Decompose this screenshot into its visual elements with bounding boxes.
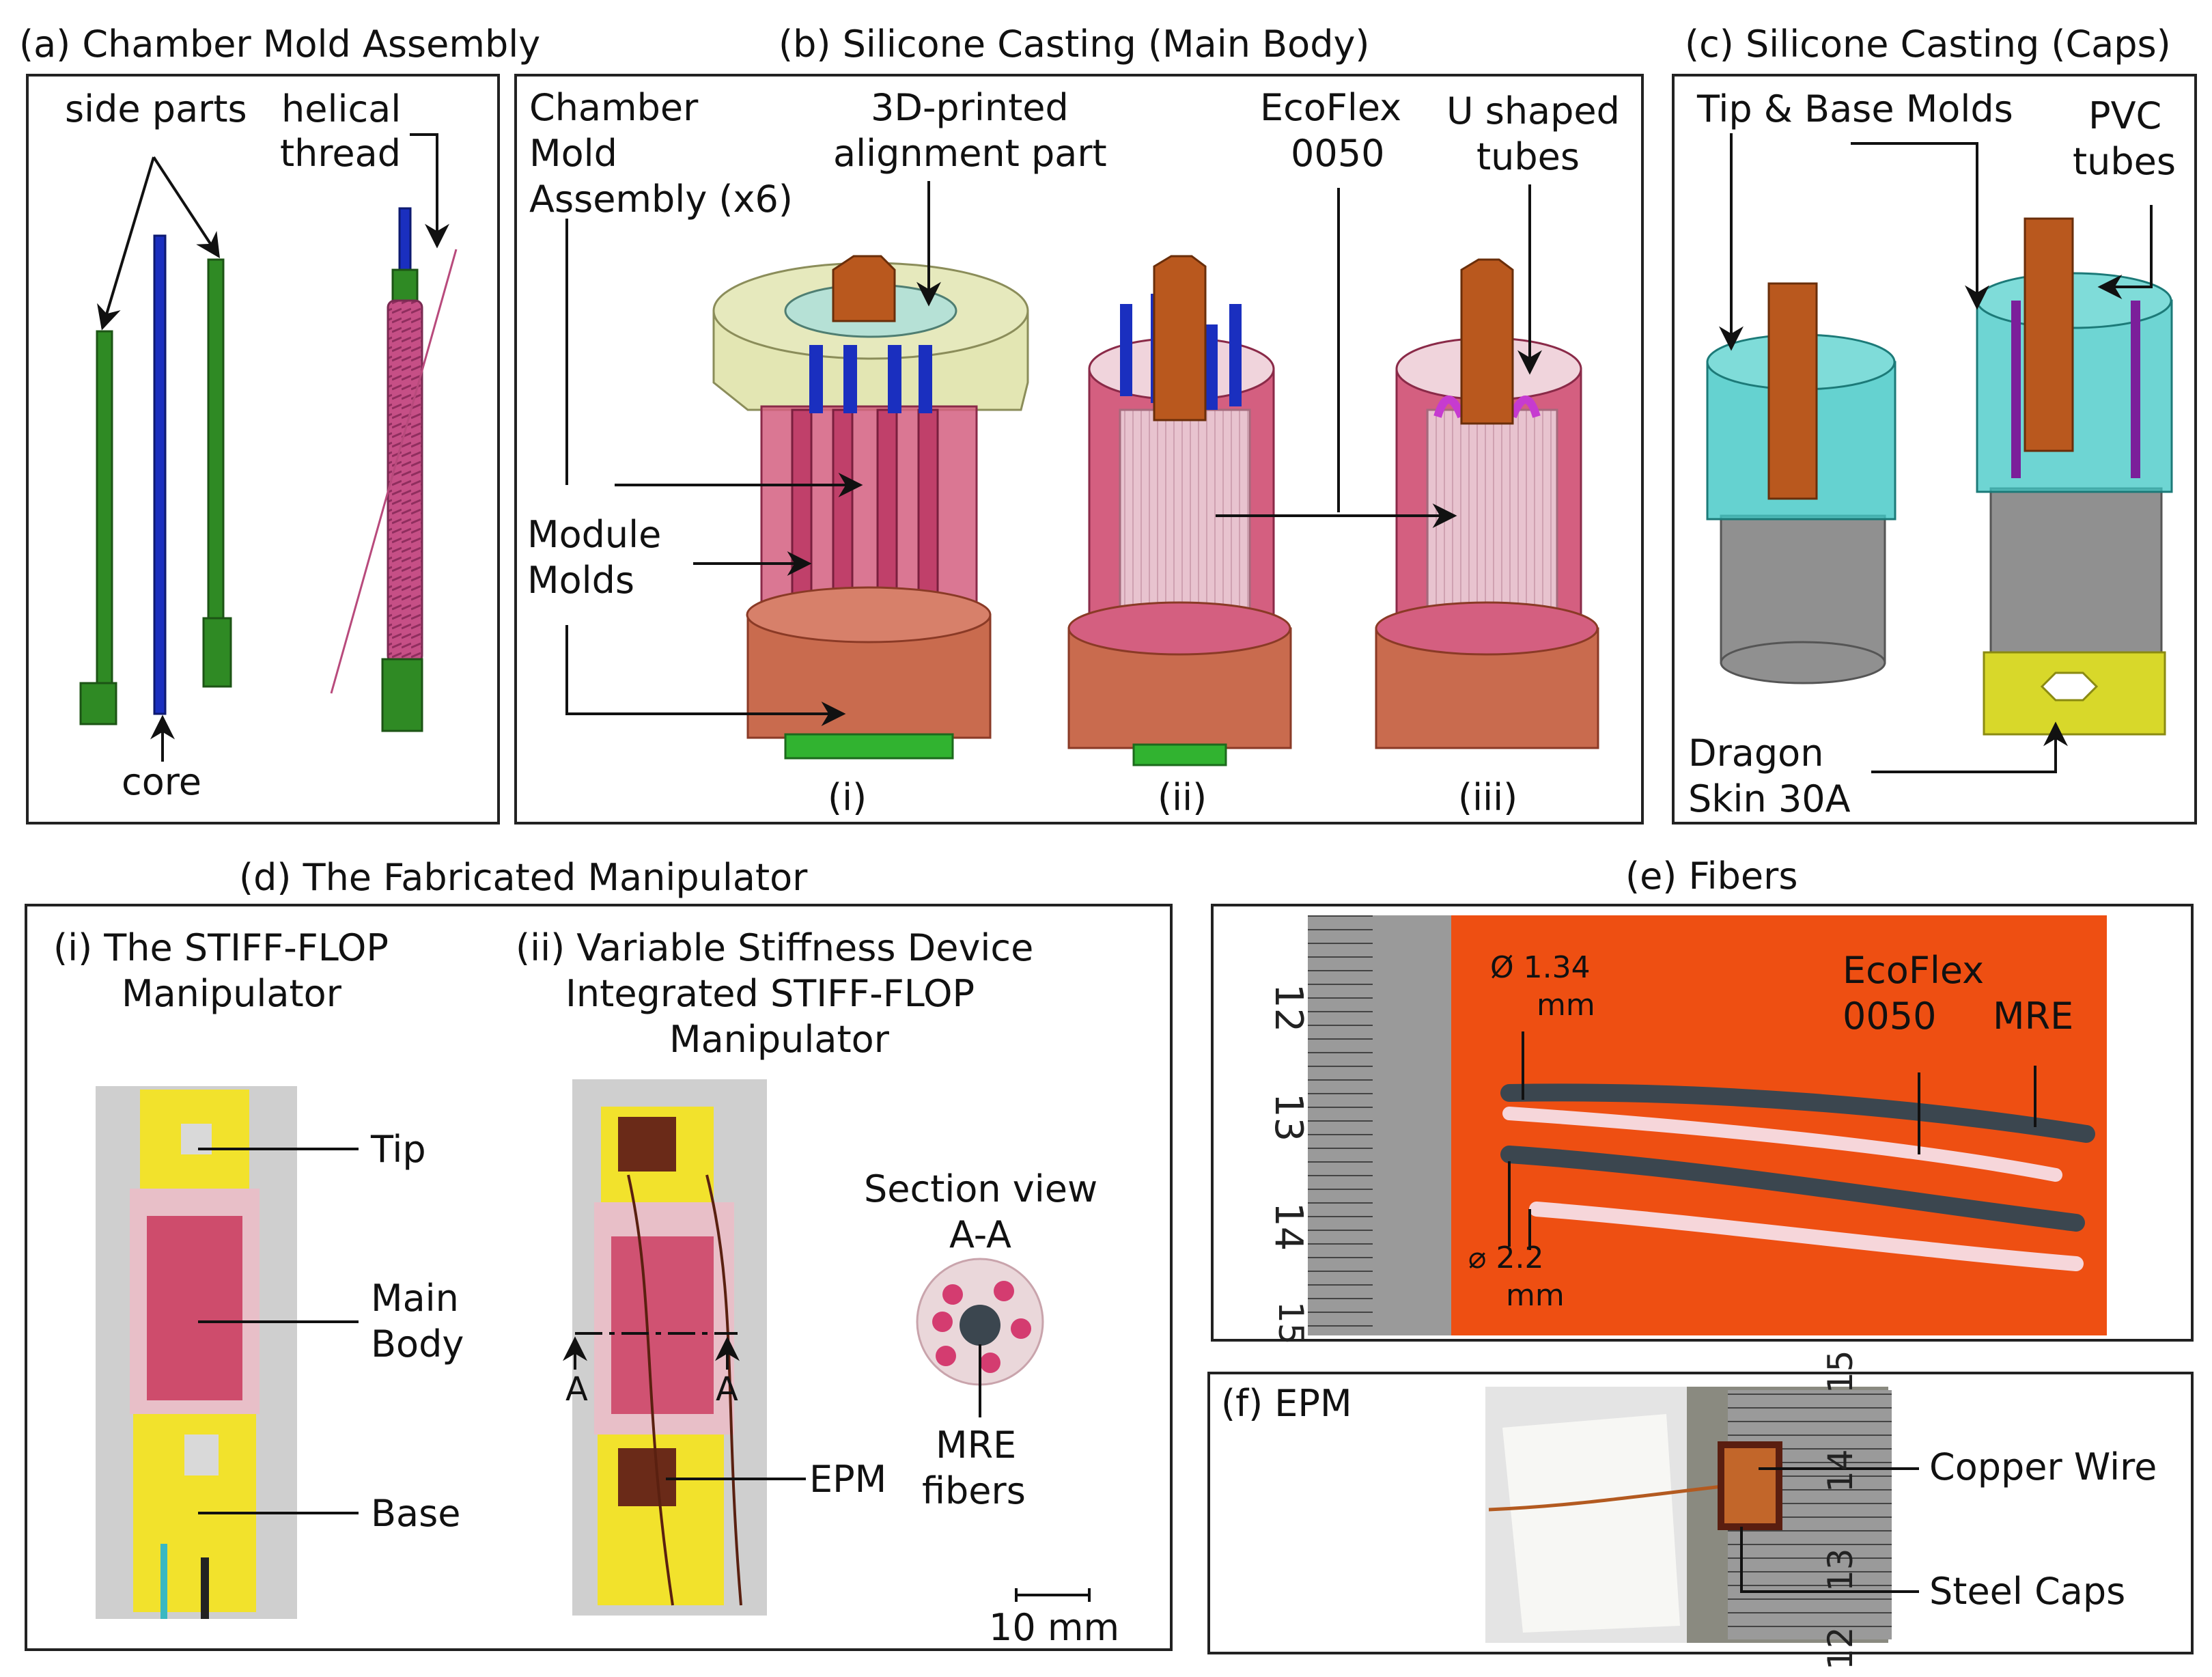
label-0050-fiber: 0050 [1843, 995, 1937, 1038]
panel-c-title: (c) Silicone Casting (Caps) [1685, 23, 2171, 66]
label-pvc-tubes: tubes [2073, 140, 2176, 183]
label-section-view: Section view [864, 1167, 1098, 1210]
panel-d-frame [25, 904, 1173, 1651]
panel-f-lines [1740, 1467, 1919, 1593]
label-epm: EPM [809, 1458, 887, 1501]
label-base: Base [371, 1492, 461, 1535]
label-diameter-2-unit: mm [1506, 1278, 1565, 1313]
photo-stiff-flop [96, 1086, 297, 1619]
panel-d-lines [198, 1148, 1091, 1602]
label-side-parts: side parts [65, 87, 247, 130]
label-d-i-2: Manipulator [122, 972, 341, 1015]
panel-a-arrows [97, 133, 449, 762]
label-mold: Mold [529, 132, 617, 175]
ruler-e-13: 13 [1266, 1093, 1311, 1142]
helical-thread-assembly [330, 207, 458, 732]
label-d-ii-2: Integrated STIFF-FLOP [565, 972, 975, 1015]
label-d-ii-1: (ii) Variable Stiffness Device [516, 926, 1034, 969]
panel-a-frame [26, 74, 500, 824]
ruler-e-14: 14 [1266, 1202, 1311, 1251]
panel-b-frame [514, 74, 1644, 824]
label-thread: thread [280, 132, 402, 175]
label-diameter-2: ⌀ 2.2 [1468, 1241, 1544, 1275]
label-steel-caps: Steel Caps [1929, 1570, 2126, 1613]
label-pvc: PVC [2088, 94, 2162, 137]
label-module: Module [527, 513, 662, 556]
label-a-a: A-A [949, 1213, 1011, 1256]
assembly-ii [1067, 255, 1292, 766]
label-ecoflex: EcoFlex [1260, 86, 1402, 129]
section-view-photo [916, 1258, 1044, 1386]
ruler-e-12: 12 [1266, 984, 1311, 1033]
label-d-ii-3: Manipulator [669, 1018, 889, 1061]
assembly-i [712, 255, 1029, 760]
panel-c-frame [1672, 74, 2197, 824]
label-sub-iii: (iii) [1458, 776, 1518, 819]
label-d-i-1: (i) The STIFF-FLOP [53, 926, 389, 969]
fibers-photo [1308, 915, 2107, 1335]
panel-e-title: (e) Fibers [1625, 855, 1798, 898]
label-dragon: Dragon [1688, 732, 1824, 775]
label-assembly-x6: Assembly (x6) [529, 178, 793, 221]
cap-mold-right [1976, 217, 2173, 736]
label-tubes: tubes [1476, 135, 1580, 178]
label-mre: MRE [936, 1424, 1017, 1467]
label-main: Main [371, 1277, 459, 1320]
ruler-f-14: 14 [1821, 1449, 1860, 1493]
panel-e-lines [1508, 1031, 2036, 1250]
panel-b-title: (b) Silicone Casting (Main Body) [779, 23, 1370, 66]
label-sub-i: (i) [828, 776, 867, 819]
label-sub-ii: (ii) [1158, 776, 1207, 819]
label-section-a-right: A [716, 1370, 738, 1409]
panel-b-arrows [565, 181, 1542, 726]
label-body: Body [371, 1322, 464, 1366]
side-part-left [79, 330, 117, 725]
panel-f-title: (f) EPM [1221, 1382, 1352, 1425]
panel-f-frame [1207, 1372, 2194, 1654]
panel-d-title: (d) The Fabricated Manipulator [239, 856, 808, 899]
label-u-shaped: U shaped [1446, 89, 1620, 133]
panel-e-frame [1211, 904, 2194, 1342]
label-diameter-1: Ø 1.34 [1490, 950, 1591, 985]
side-part-right [202, 258, 232, 688]
label-mre-fibers: fibers [922, 1469, 1026, 1512]
label-ecoflex-fiber: EcoFlex [1843, 949, 1985, 992]
ruler-f-15: 15 [1821, 1350, 1860, 1394]
label-skin-30a: Skin 30A [1688, 777, 1851, 820]
label-tip: Tip [371, 1128, 426, 1171]
ruler-e-15: 15 [1271, 1301, 1311, 1345]
label-diameter-1-unit: mm [1537, 988, 1595, 1023]
label-section-a-left: A [565, 1370, 588, 1409]
panel-c-arrows [1719, 133, 2153, 773]
label-helical: helical [281, 87, 402, 130]
label-copper-wire: Copper Wire [1929, 1445, 2157, 1488]
ruler-f-12: 12 [1821, 1626, 1860, 1670]
label-mre-fiber: MRE [1993, 995, 2074, 1038]
label-3d-printed: 3D-printed [871, 86, 1069, 129]
epm-photo [1485, 1387, 1892, 1643]
label-core: core [122, 760, 201, 803]
label-molds: Molds [527, 559, 635, 602]
label-tip-base-molds: Tip & Base Molds [1697, 87, 2013, 130]
label-alignment-part: alignment part [833, 132, 1107, 175]
panel-a-title: (a) Chamber Mold Assembly [19, 23, 541, 66]
core-rod [153, 234, 167, 715]
photo-vsd-integrated [572, 1079, 767, 1616]
cap-mold-left [1706, 282, 1896, 684]
label-scale-bar: 10 mm [989, 1606, 1120, 1649]
label-0050: 0050 [1291, 132, 1385, 175]
label-chamber: Chamber [529, 86, 699, 129]
ruler-f-13: 13 [1821, 1548, 1860, 1592]
assembly-iii [1375, 258, 1599, 749]
